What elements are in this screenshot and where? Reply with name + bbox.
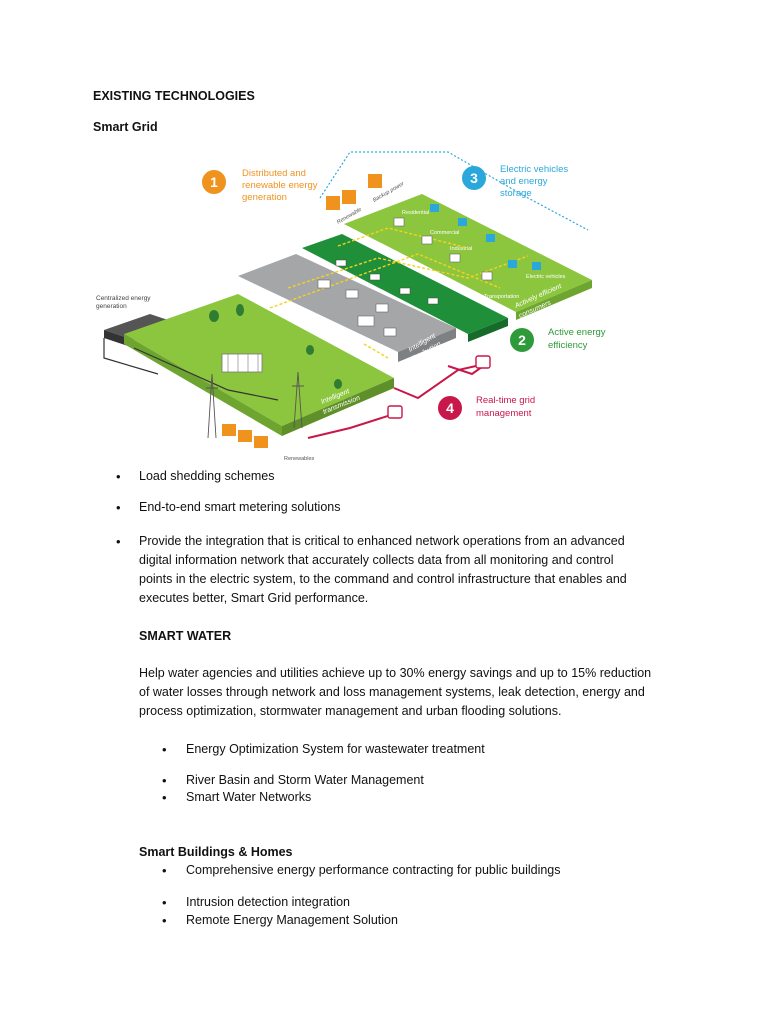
svg-text:3: 3 — [470, 170, 478, 186]
section-title-smart-grid: Smart Grid — [93, 120, 158, 134]
svg-text:renewable energy: renewable energy — [242, 180, 318, 191]
svg-text:2: 2 — [518, 332, 526, 348]
bullet-glyph: • — [116, 500, 121, 515]
label-residential: Residential — [402, 210, 429, 216]
bullet-glyph: • — [162, 773, 167, 788]
svg-text:Active energy: Active energy — [548, 327, 606, 338]
monitor-icons — [387, 355, 491, 419]
bullet-glyph: • — [162, 790, 167, 805]
svg-text:Distributed and: Distributed and — [242, 168, 306, 179]
label-centralized-2: generation — [96, 303, 127, 310]
grid-bullet-integration-line-2: digital information network that accurat… — [139, 553, 614, 567]
svg-text:and energy: and energy — [500, 176, 548, 187]
water-bullet-energy-optimization: Energy Optimization System for wastewate… — [186, 742, 485, 756]
svg-text:Electric vehicles: Electric vehicles — [500, 164, 568, 175]
label-centralized-1: Centralized energy — [96, 295, 151, 302]
bullet-glyph: • — [162, 863, 167, 878]
water-paragraph-line-3: process optimization, stormwater managem… — [139, 704, 562, 718]
callout-2: 2 Active energy efficiency — [510, 327, 606, 352]
svg-text:efficiency: efficiency — [548, 340, 588, 351]
callout-4: 4 Real-time grid management — [438, 395, 535, 420]
svg-text:Real-time grid: Real-time grid — [476, 395, 535, 406]
grid-bullet-integration-line-1: Provide the integration that is critical… — [139, 534, 625, 548]
water-bullet-river-basin: River Basin and Storm Water Management — [186, 773, 424, 787]
water-paragraph-line-1: Help water agencies and utilities achiev… — [139, 666, 652, 680]
label-industrial: Industrial — [450, 246, 472, 252]
page-heading: EXISTING TECHNOLOGIES — [93, 89, 255, 103]
label-electric-vehicles: Electric vehicles — [526, 274, 566, 280]
bullet-glyph: • — [162, 895, 167, 910]
grid-assets — [206, 204, 541, 439]
bullet-glyph: • — [116, 469, 121, 484]
renewable-boxes-bottom: Renewables — [222, 424, 315, 462]
buildings-bullet-intrusion-detection: Intrusion detection integration — [186, 895, 350, 909]
bullet-glyph: • — [162, 913, 167, 928]
grid-bullet-integration-line-3: points in the electric system, to the co… — [139, 572, 627, 586]
buildings-bullet-energy-contracting: Comprehensive energy performance contrac… — [186, 863, 561, 877]
svg-text:1: 1 — [210, 174, 218, 190]
bullet-glyph: • — [116, 534, 121, 549]
svg-text:generation: generation — [242, 192, 287, 203]
svg-text:management: management — [476, 408, 532, 419]
label-renewables-bottom: Renewables — [284, 456, 315, 462]
callout-1: 1 Distributed and renewable energy gener… — [202, 168, 318, 203]
grid-bullet-smart-metering: End-to-end smart metering solutions — [139, 500, 341, 514]
water-paragraph-line-2: of water losses through network and loss… — [139, 685, 645, 699]
intelligent-distribution-slab: Intelligent distribution — [238, 254, 456, 364]
grid-bullet-load-shedding: Load shedding schemes — [139, 469, 275, 483]
network-lines — [103, 151, 589, 439]
buildings-bullet-remote-energy: Remote Energy Management Solution — [186, 913, 398, 927]
grid-bullet-integration-line-4: executes better, Smart Grid performance. — [139, 591, 369, 605]
water-bullet-smart-water-networks: Smart Water Networks — [186, 790, 312, 804]
label-commercial: Commercial — [430, 230, 459, 236]
section-title-smart-buildings: Smart Buildings & Homes — [139, 845, 293, 859]
callout-3: 3 Electric vehicles and energy storage — [462, 164, 568, 199]
svg-text:4: 4 — [446, 400, 454, 416]
smart-grid-diagram: Centralized energy generation Intelligen… — [96, 151, 606, 462]
bullet-glyph: • — [162, 742, 167, 757]
active-efficiency-strip — [302, 234, 508, 342]
label-transportation: Transportation — [484, 294, 519, 300]
section-title-smart-water: SMART WATER — [139, 629, 232, 643]
svg-text:storage: storage — [500, 188, 532, 199]
